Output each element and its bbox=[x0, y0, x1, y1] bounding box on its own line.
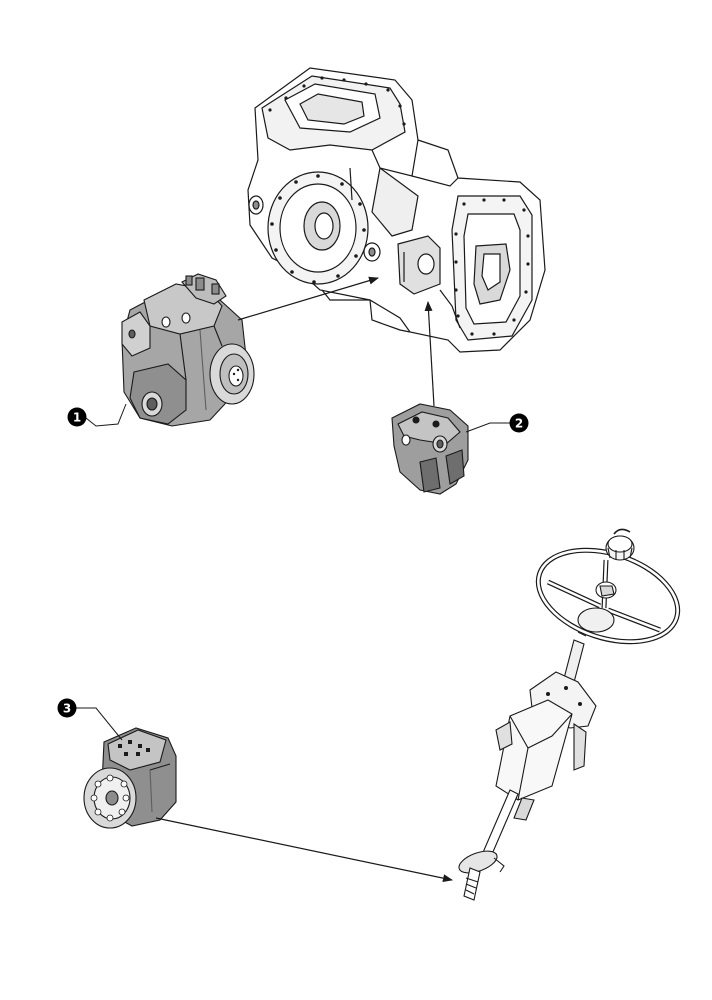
steering-column-icon bbox=[458, 528, 681, 901]
callout-1-label: 1 bbox=[73, 411, 81, 425]
callout-1: 1 bbox=[67, 403, 127, 427]
arrow-valve-to-housing bbox=[424, 301, 435, 407]
steering-unit-icon bbox=[83, 727, 177, 829]
valve-block-icon bbox=[391, 403, 469, 495]
callout-3: 3 bbox=[57, 698, 123, 741]
callout-2: 2 bbox=[465, 413, 529, 433]
callout-2-label: 2 bbox=[515, 417, 523, 431]
callout-3-label: 3 bbox=[63, 702, 71, 716]
hydraulic-pump-icon bbox=[121, 273, 255, 427]
arrow-pump-to-housing bbox=[237, 276, 379, 321]
arrow-steering-unit-to-column bbox=[155, 817, 453, 883]
transmission-housing-icon bbox=[247, 67, 546, 353]
arrow-lines bbox=[155, 276, 453, 883]
